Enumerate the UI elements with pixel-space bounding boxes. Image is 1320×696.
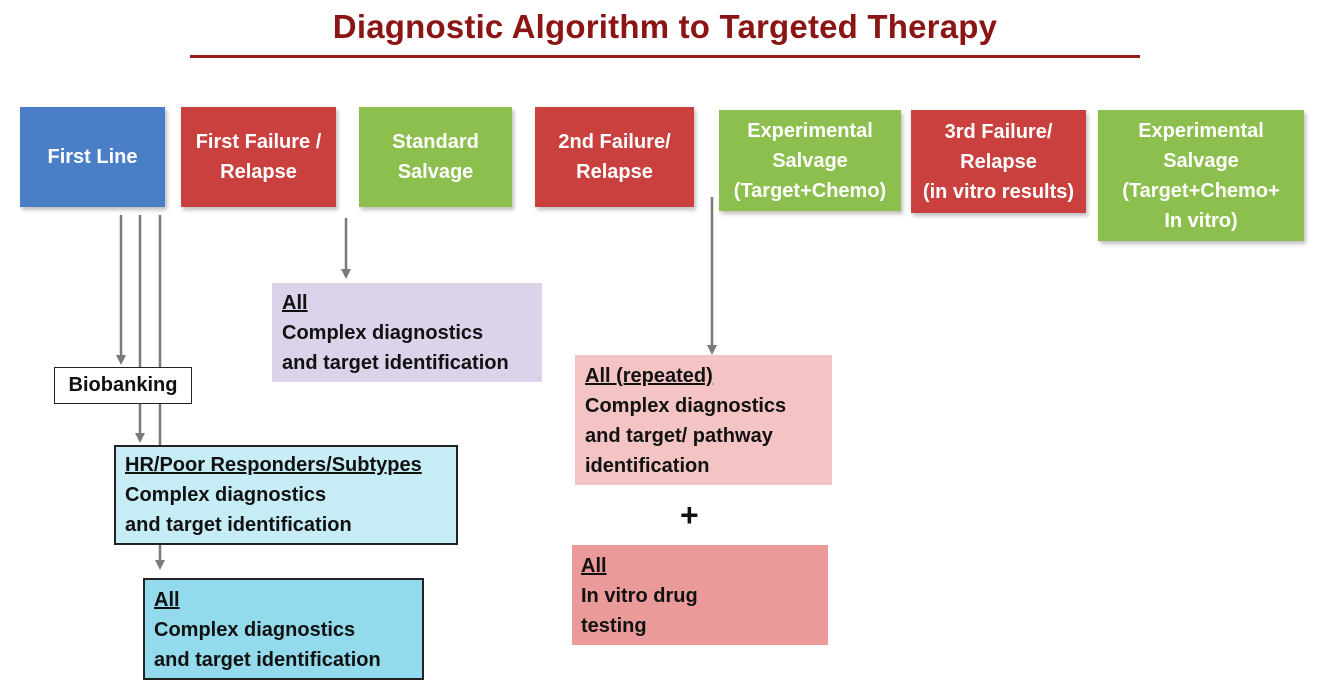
hr-poor-line2: and target identification bbox=[125, 514, 352, 536]
hr-poor-head: HR/Poor Responders/Subtypes bbox=[125, 454, 422, 476]
invitro-box: All In vitro drug testing bbox=[572, 545, 828, 645]
invitro-head: All bbox=[581, 555, 607, 577]
stage-first-line: First Line bbox=[20, 107, 165, 207]
invitro-line2: testing bbox=[581, 615, 647, 637]
plus-sign: + bbox=[680, 497, 699, 533]
standard-all-line1: Complex diagnostics bbox=[282, 322, 484, 344]
hr-poor-line1: Complex diagnostics bbox=[125, 484, 327, 506]
stage-first-failure: First Failure / Relapse bbox=[181, 107, 336, 207]
stage-first-failure-line1: First Failure / bbox=[195, 131, 322, 153]
invitro-line1: In vitro drug bbox=[581, 585, 698, 607]
stage-experimental-salvage-2: Experimental Salvage (Target+Chemo+ In v… bbox=[1098, 110, 1304, 241]
diagram-title: Diagnostic Algorithm to Targeted Therapy bbox=[332, 8, 998, 45]
stage-experimental-salvage-1-line2: Salvage bbox=[772, 149, 848, 172]
stage-first-failure-line2: Relapse bbox=[220, 161, 297, 183]
stage-experimental-salvage-1-line3: (Target+Chemo) bbox=[733, 179, 887, 202]
stage-third-failure-line3: (in vitro results) bbox=[922, 180, 1075, 203]
stage-experimental-salvage-2-line2: Salvage bbox=[1163, 149, 1239, 172]
stage-first-line-label: First Line bbox=[47, 146, 138, 168]
title-underline bbox=[190, 55, 1140, 58]
repeated-line2: and target/ pathway bbox=[585, 425, 773, 447]
hr-poor-responders-box: HR/Poor Responders/Subtypes Complex diag… bbox=[114, 445, 458, 545]
stage-standard-salvage-line1: Standard bbox=[392, 131, 479, 153]
stage-third-failure: 3rd Failure/ Relapse (in vitro results) bbox=[911, 110, 1086, 213]
stage-experimental-salvage-2-line4: In vitro) bbox=[1164, 209, 1238, 232]
biobanking-box: Biobanking bbox=[54, 367, 192, 404]
standard-all-line2: and target identification bbox=[282, 352, 509, 374]
repeated-line1: Complex diagnostics bbox=[585, 395, 787, 417]
stage-experimental-salvage-1: Experimental Salvage (Target+Chemo) bbox=[719, 110, 901, 211]
stage-second-failure-line2: Relapse bbox=[576, 161, 653, 183]
standard-all-head: All bbox=[282, 292, 308, 314]
repeated-line3: identification bbox=[585, 455, 710, 477]
stage-second-failure: 2nd Failure/ Relapse bbox=[535, 107, 694, 207]
stage-second-failure-line1: 2nd Failure/ bbox=[558, 131, 671, 153]
first-all-box: All Complex diagnostics and target ident… bbox=[143, 578, 424, 680]
first-all-line2: and target identification bbox=[154, 649, 381, 671]
stage-third-failure-line1: 3rd Failure/ bbox=[944, 120, 1053, 143]
stage-experimental-salvage-2-line1: Experimental bbox=[1138, 119, 1264, 142]
stage-third-failure-line2: Relapse bbox=[960, 150, 1037, 173]
stage-standard-salvage: Standard Salvage bbox=[359, 107, 512, 207]
stage-standard-salvage-line2: Salvage bbox=[397, 161, 474, 183]
stage-experimental-salvage-1-line1: Experimental bbox=[747, 119, 873, 142]
repeated-head: All (repeated) bbox=[585, 365, 713, 387]
first-all-line1: Complex diagnostics bbox=[154, 619, 356, 641]
first-all-head: All bbox=[154, 589, 180, 611]
standard-all-box: All Complex diagnostics and target ident… bbox=[272, 283, 542, 382]
repeated-box: All (repeated) Complex diagnostics and t… bbox=[575, 355, 832, 485]
stage-experimental-salvage-2-line3: (Target+Chemo+ bbox=[1122, 179, 1280, 202]
